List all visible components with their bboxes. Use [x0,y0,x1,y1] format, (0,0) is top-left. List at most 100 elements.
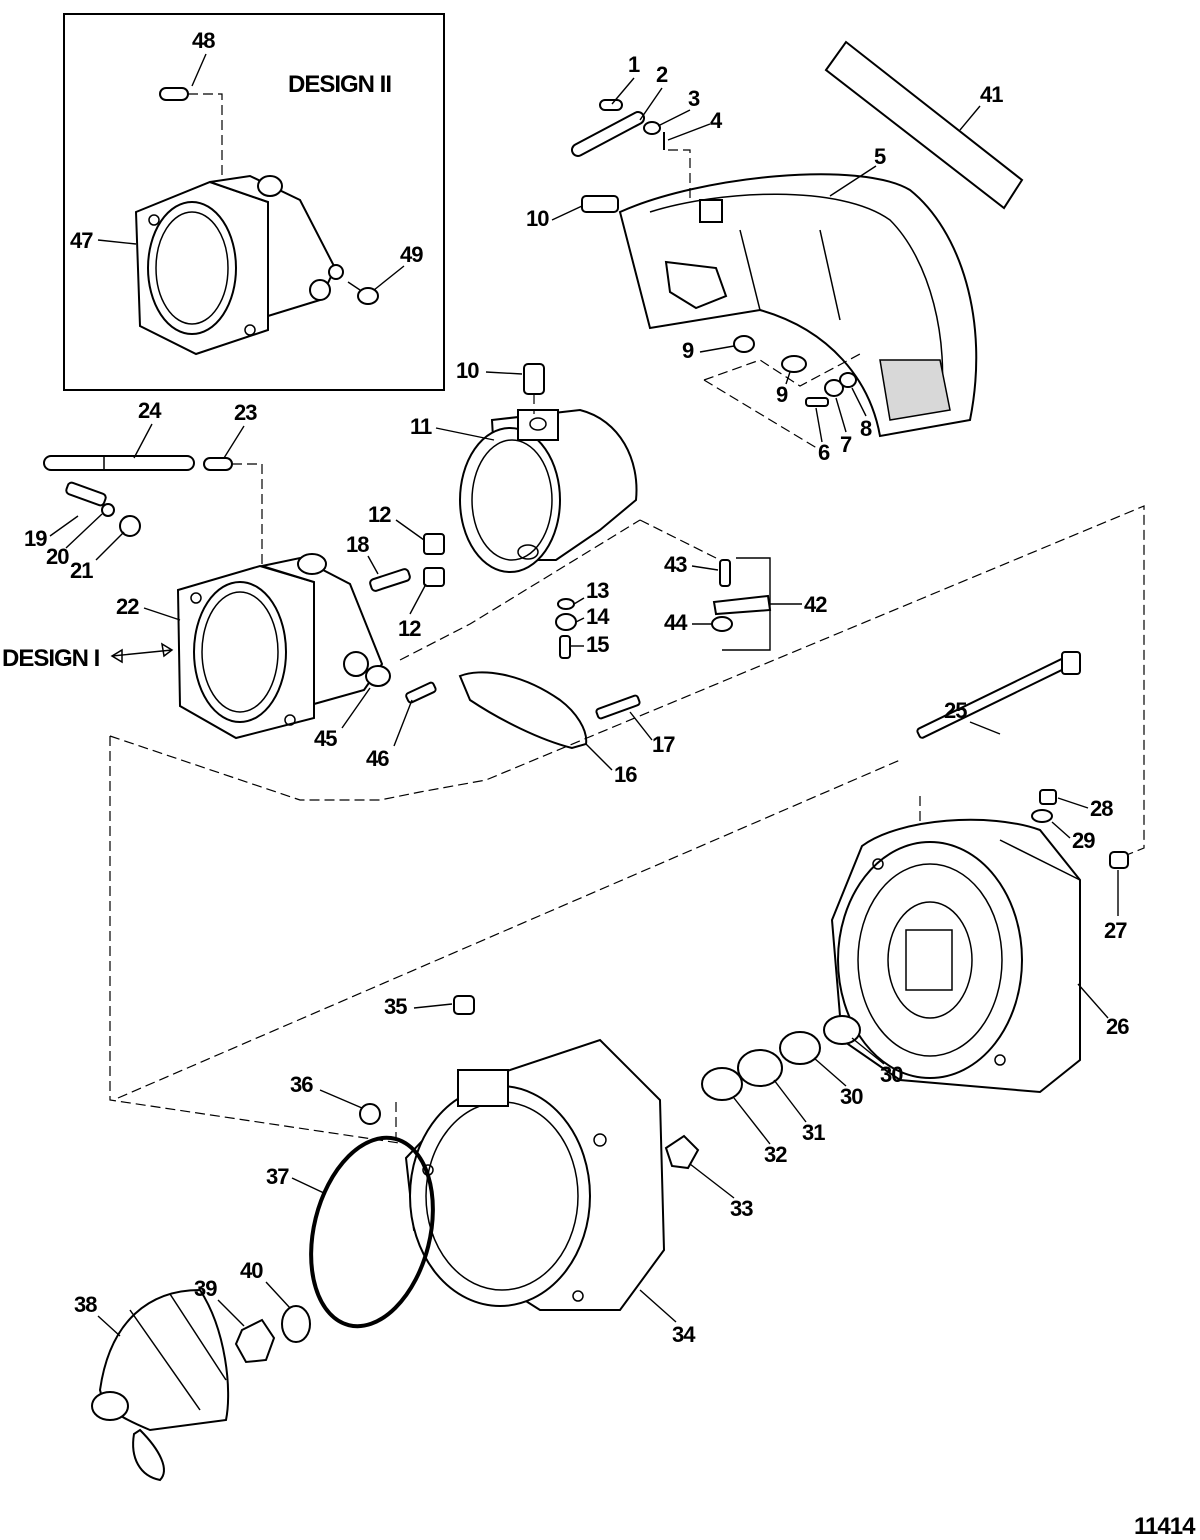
spacer-21 [119,515,141,537]
callout-10-mid: 10 [456,358,479,383]
callout-11: 11 [410,414,432,439]
callout-34: 34 [672,1322,696,1347]
callout-47: 47 [70,228,93,253]
callout-12-upper: 12 [368,502,391,527]
callout-8: 8 [860,416,872,441]
ring-32 [701,1067,743,1101]
callout-30-right: 30 [880,1062,903,1087]
bearing-30-left [779,1031,821,1065]
spacer-45 [365,665,391,687]
callout-19: 19 [24,526,47,551]
plug-27 [1109,851,1129,869]
callout-7: 7 [840,432,852,457]
callout-22: 22 [116,594,139,619]
callout-26: 26 [1106,1014,1129,1039]
callout-4: 4 [710,108,723,133]
callout-16: 16 [614,762,637,787]
stud-25 [916,651,1081,739]
callout-27: 27 [1104,918,1127,943]
callout-45: 45 [314,726,337,751]
screw-43 [719,559,731,587]
screw-46 [405,681,437,704]
callout-39: 39 [194,1276,217,1301]
callout-20: 20 [46,544,69,569]
o-ring-36 [359,1103,381,1125]
callout-35: 35 [384,994,407,1019]
callout-24: 24 [138,398,162,423]
callout-32: 32 [764,1142,787,1167]
callout-41: 41 [980,82,1003,107]
callout-37: 37 [266,1164,289,1189]
nut-40 [281,1305,311,1343]
callout-48: 48 [192,28,215,53]
bushing-12-lower [423,567,445,587]
screw-15 [559,635,571,659]
roll-pin-48 [159,87,189,101]
impeller-38 [91,1288,230,1482]
callout-29: 29 [1072,828,1095,853]
decal-41 [824,40,1024,210]
callout-30-left: 30 [840,1084,863,1109]
callout-1: 1 [628,52,640,77]
callout-2: 2 [656,62,668,87]
callout-9-left: 9 [682,338,694,363]
callout-23: 23 [234,400,257,425]
callout-46: 46 [366,746,389,771]
washer-3 [643,121,661,135]
design-ii-label: DESIGN II [288,71,391,98]
bushing-9-left [733,335,755,353]
nozzle-housing-design-ii [134,174,344,356]
washer-13 [557,598,575,610]
callout-6: 6 [818,440,830,465]
callout-10-upper: 10 [526,206,549,231]
pin-1 [599,99,623,111]
washer-49 [357,287,379,305]
washer-20 [101,503,115,517]
pin-23 [203,457,233,471]
bolt-19 [65,481,107,507]
grease-fitting-10-mid [523,363,545,395]
callout-49: 49 [400,242,423,267]
plug-28 [1039,789,1057,805]
steering-nozzle-5 [618,173,978,438]
plug-35 [453,995,475,1015]
washer-7 [824,379,844,397]
inset-frame [63,13,445,391]
washer-29 [1031,809,1053,823]
bushing-12-upper [423,533,445,555]
callout-5: 5 [874,144,886,169]
pump-housing-34 [404,1038,666,1311]
callout-40: 40 [240,1258,263,1283]
figure-number: 11414 [1134,1513,1196,1540]
nozzle-housing-design-i [176,553,384,740]
tab-washer-33 [664,1134,700,1170]
callout-21: 21 [70,558,93,583]
pin-48-guide [188,93,223,200]
design-ii-inset: DESIGN II 48 47 49 [63,13,445,391]
callout-36: 36 [290,1072,313,1097]
design-i-label: DESIGN I [2,645,100,672]
spacer-14 [555,613,577,631]
callout-33: 33 [730,1196,753,1221]
stator-housing-26 [830,818,1081,1094]
callout-17: 17 [652,732,675,757]
callout-14: 14 [586,604,610,629]
callout-12-lower: 12 [398,616,421,641]
callout-3: 3 [688,86,700,111]
screw-18 [369,568,411,592]
seal-31 [737,1049,783,1087]
pin-24 [43,455,195,471]
callout-43: 43 [664,552,687,577]
callout-9-right: 9 [776,382,788,407]
o-ring-37 [309,1135,435,1329]
ball-joint-42 [712,594,772,616]
callout-38: 38 [74,1292,97,1317]
screw-17 [595,694,641,720]
bushing-9-right [781,355,807,373]
callout-44: 44 [664,610,688,635]
callout-25: 25 [944,698,967,723]
callout-15: 15 [586,632,609,657]
nut-44 [711,616,733,632]
tab-washer-39 [234,1318,276,1364]
